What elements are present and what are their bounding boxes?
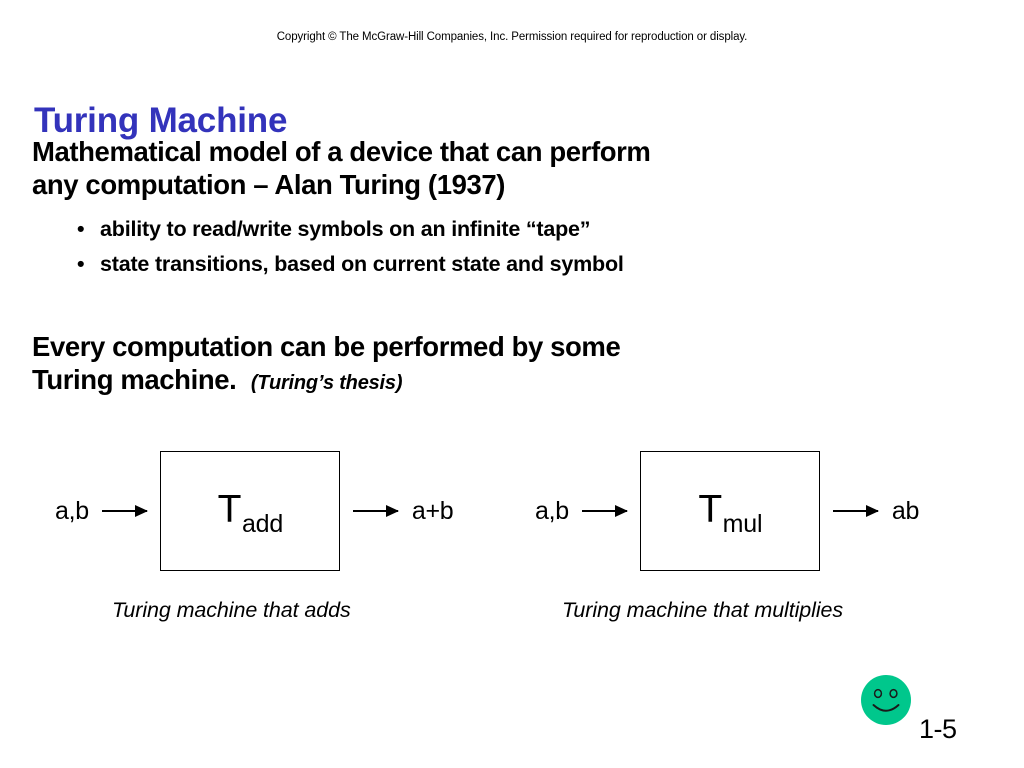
feature-bullet-list: • ability to read/write symbols on an in… — [72, 212, 624, 282]
smiley-face-icon — [860, 674, 912, 726]
diagram-row: a,b Tadd a+b — [55, 450, 454, 572]
diagram-input-label: a,b — [55, 496, 89, 525]
machine-label: Tadd — [217, 487, 284, 537]
bullet-dot-icon: • — [77, 217, 85, 241]
machine-label: Tmul — [698, 487, 762, 537]
diagram-caption-mul: Turing machine that multiplies — [562, 598, 844, 622]
output-arrow-icon — [352, 504, 399, 517]
machine-subscript: add — [241, 509, 284, 538]
copyright-notice: Copyright © The McGraw-Hill Companies, I… — [276, 31, 748, 43]
intro-line-1: Mathematical model of a device that can … — [32, 136, 651, 167]
diagram-output-label: ab — [891, 496, 920, 525]
thesis-line-2-wrapper: Turing machine. (Turing’s thesis) — [32, 363, 862, 400]
bullet-dot-icon: • — [77, 252, 85, 276]
thesis-line-2: Turing machine. — [32, 364, 237, 395]
thesis-attribution: (Turing’s thesis) — [250, 372, 403, 394]
thesis-line-1: Every computation can be performed by so… — [32, 331, 621, 362]
diagram-row: a,b Tmul ab — [535, 450, 919, 572]
diagram-output-label: a+b — [411, 496, 454, 525]
bullet-text: ability to read/write symbols on an infi… — [100, 217, 591, 241]
page-number: 1-5 — [919, 714, 957, 744]
input-arrow-icon — [581, 504, 628, 517]
diagram-input-label: a,b — [535, 496, 569, 525]
intro-paragraph: Mathematical model of a device that can … — [32, 135, 862, 201]
list-item: • ability to read/write symbols on an in… — [72, 212, 624, 247]
list-item: • state transitions, based on current st… — [72, 247, 624, 282]
page-title: Turing Machine — [34, 101, 288, 141]
machine-base-letter: T — [217, 487, 242, 531]
machine-box-mul: Tmul — [639, 451, 820, 571]
input-arrow-icon — [101, 504, 148, 517]
output-arrow-icon — [832, 504, 879, 517]
machine-box-add: Tadd — [159, 451, 340, 571]
thesis-paragraph: Every computation can be performed by so… — [32, 330, 862, 400]
machine-base-letter: T — [698, 487, 722, 531]
machine-subscript: mul — [722, 509, 763, 538]
intro-line-2: any computation – Alan Turing (1937) — [32, 169, 506, 200]
bullet-text: state transitions, based on current stat… — [100, 252, 624, 276]
diagram-caption-add: Turing machine that adds — [112, 598, 351, 622]
